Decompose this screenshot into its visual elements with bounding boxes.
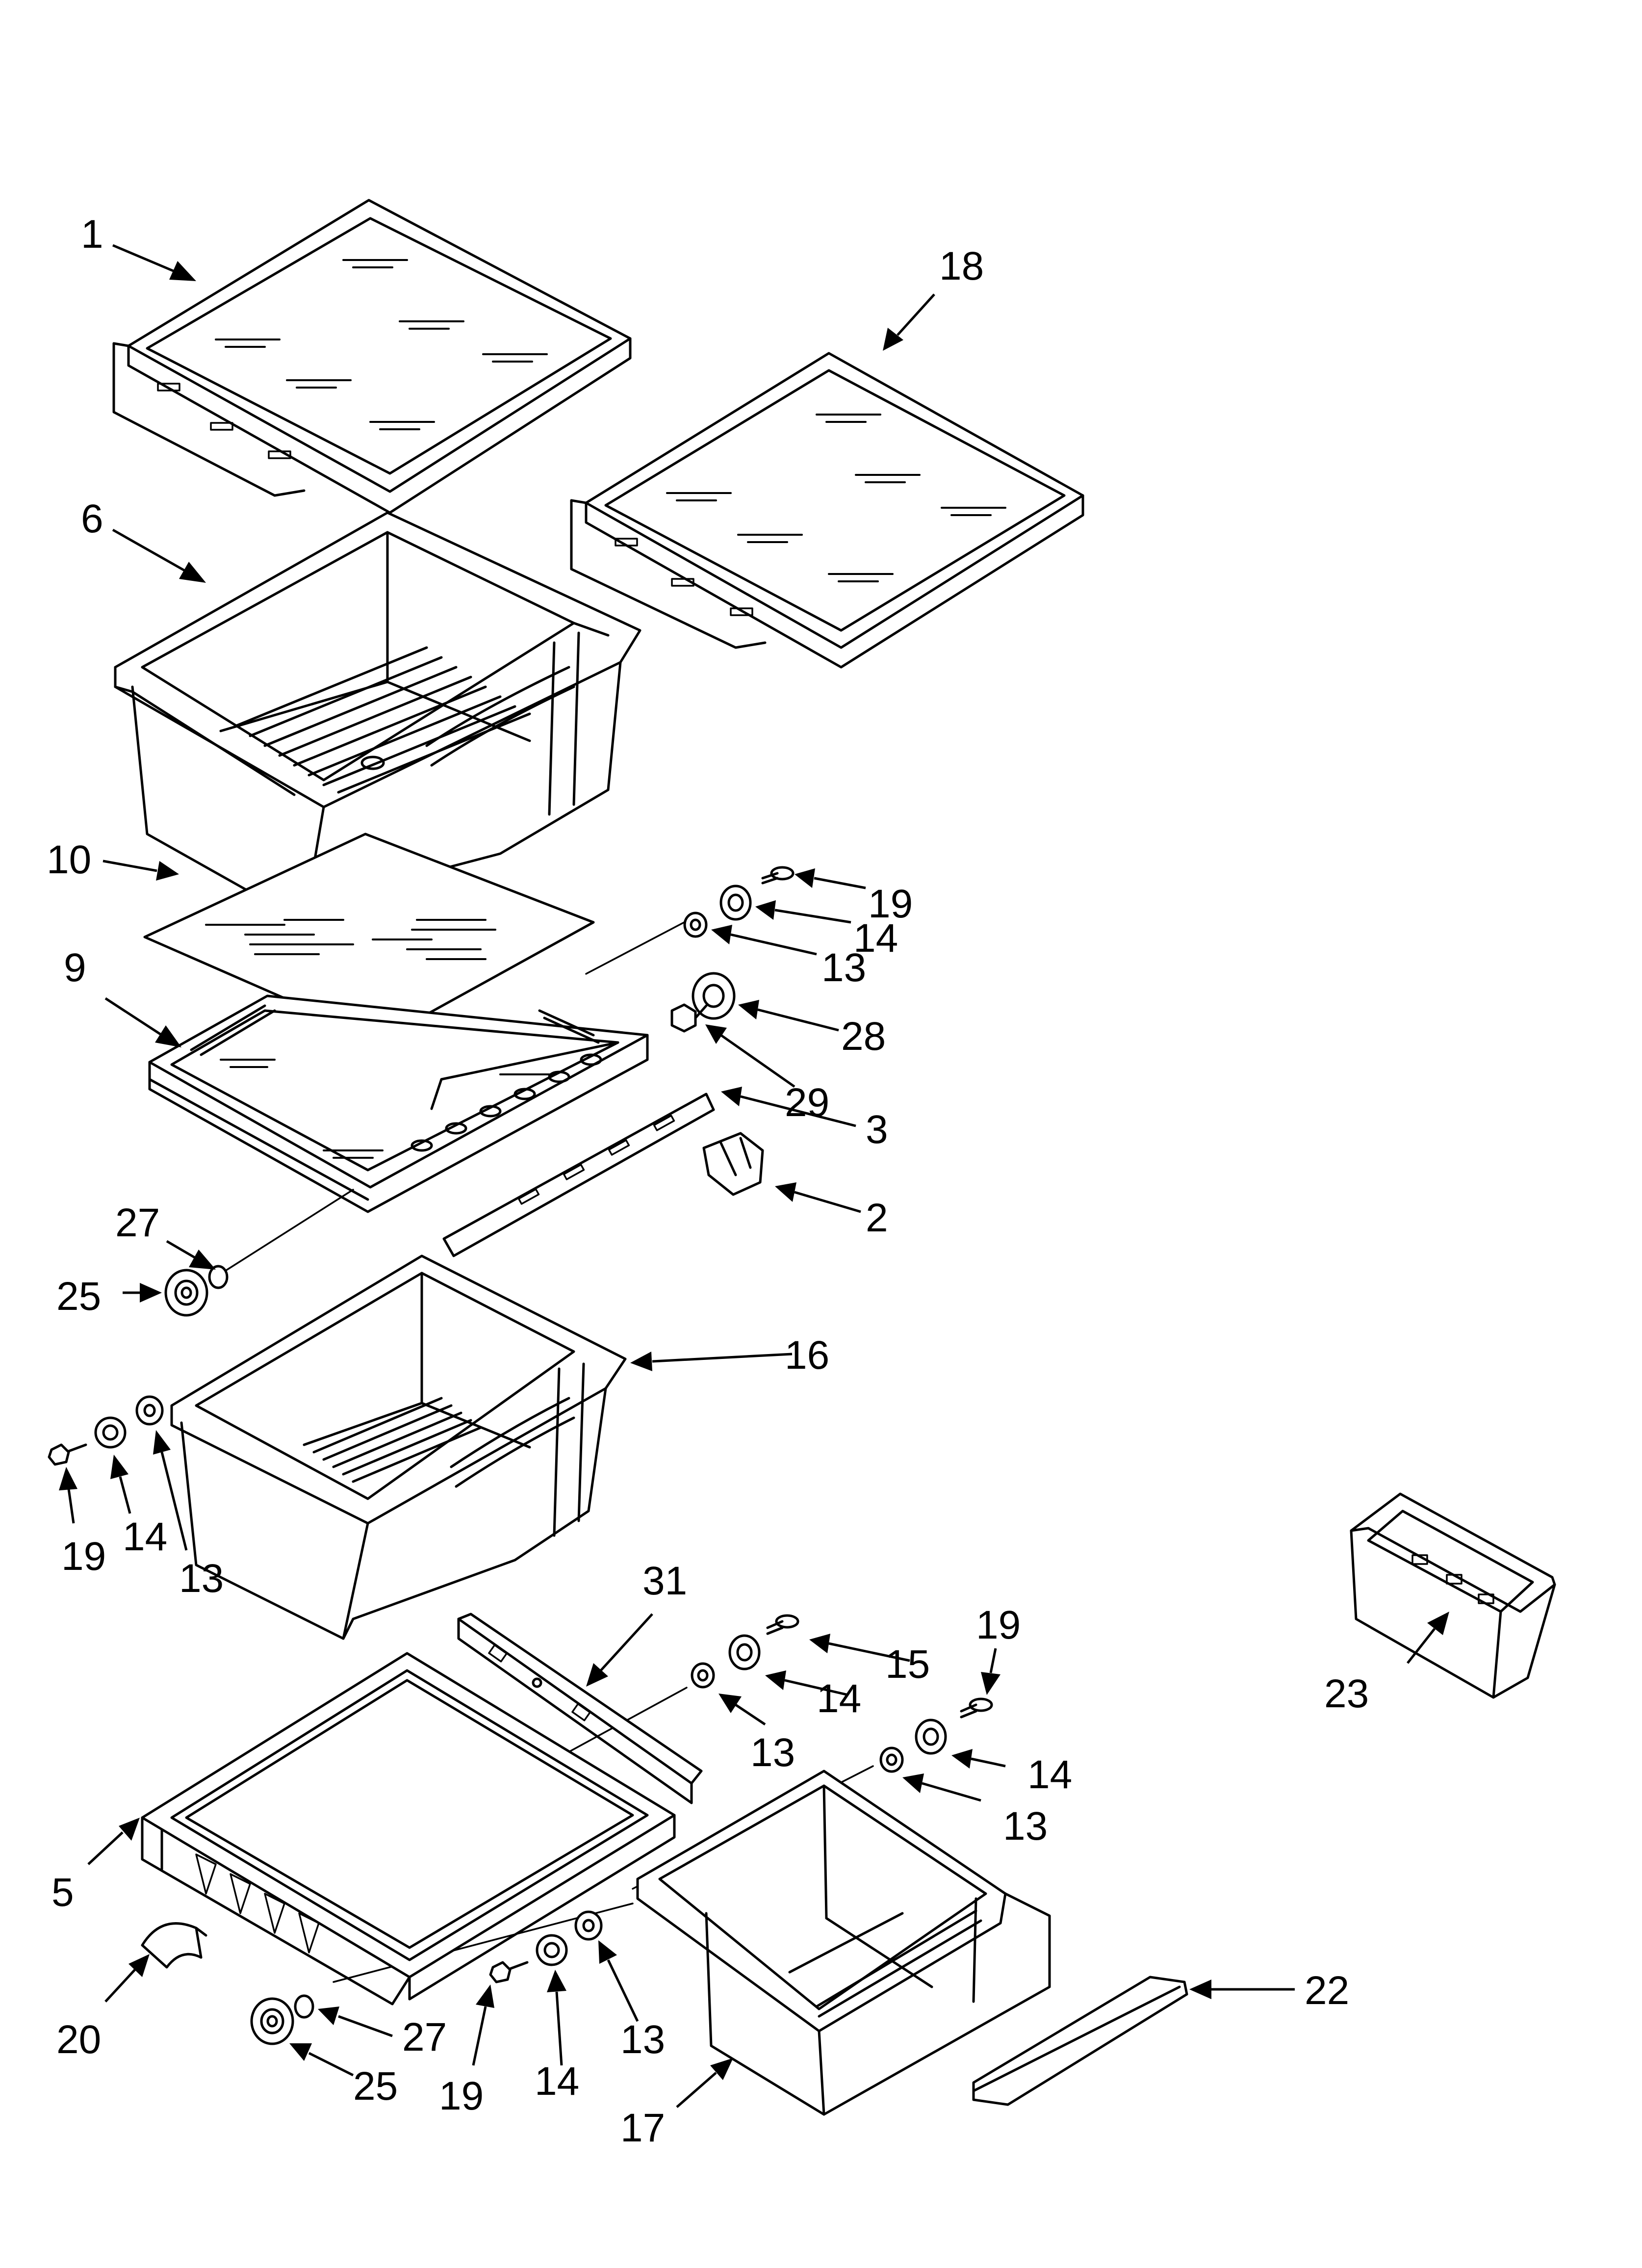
callout-25: 25 [56,1274,101,1319]
crisper-drawer-part-16 [170,1254,627,1640]
callout-14: 14 [1027,1752,1072,1797]
leader-lines [59,244,1449,2108]
door-bin-part-23 [1350,1492,1556,1699]
callout-22: 22 [1305,1968,1349,2013]
callout-27: 27 [402,2015,447,2059]
callout-20: 20 [56,2017,101,2062]
glass-shelf-part-1 [112,199,632,514]
callout-19: 19 [868,882,913,926]
callout-14: 14 [123,1514,167,1559]
drawer-handle-part-22 [972,1976,1188,2106]
rail-part-3 [442,1093,715,1257]
callout-3: 3 [866,1107,888,1152]
callout-14: 14 [535,2059,579,2104]
cover-frame-part-9 [148,994,649,1213]
callout-27: 27 [115,1200,160,1245]
callout-1: 1 [81,212,103,257]
callout-13: 13 [179,1556,224,1601]
hardware-left [48,1265,229,1466]
drawer-pan-part-17 [636,1770,1051,2116]
callout-13: 13 [750,1730,795,1775]
callout-19: 19 [61,1534,106,1579]
callout-14: 14 [853,916,898,961]
callout-2: 2 [866,1196,888,1240]
callout-13: 13 [620,2017,665,2062]
callout-29: 29 [785,1080,829,1125]
hardware-upper-right [670,866,795,1033]
callout-28: 28 [841,1014,886,1059]
callout-31: 31 [642,1559,687,1603]
callout-19: 19 [439,2074,484,2118]
callout-labels: 1 18 6 10 9 19 14 13 28 29 3 2 27 25 16 … [47,212,1369,2150]
callout-10: 10 [47,837,91,882]
cap-part-20 [141,1922,207,1969]
glass-shelf-part-18 [570,352,1084,669]
callout-19: 19 [976,1603,1021,1647]
callout-16: 16 [785,1333,829,1378]
divider-rail-part-31 [457,1613,703,1804]
callout-13: 13 [1003,1804,1048,1849]
callout-17: 17 [620,2106,665,2150]
callout-18: 18 [939,244,984,288]
hardware-bottom [250,1910,603,2045]
callout-15: 15 [885,1642,930,1687]
callout-6: 6 [81,496,103,541]
callout-25: 25 [353,2064,398,2109]
callout-5: 5 [51,1870,74,1915]
lower-frame-part-5 [141,1652,676,2006]
callout-14: 14 [817,1676,861,1721]
callout-23: 23 [1324,1671,1369,1716]
callout-13: 13 [821,945,866,990]
hardware-middle-right [691,1614,993,1773]
callout-9: 9 [64,945,86,990]
clip-part-2 [702,1132,764,1196]
